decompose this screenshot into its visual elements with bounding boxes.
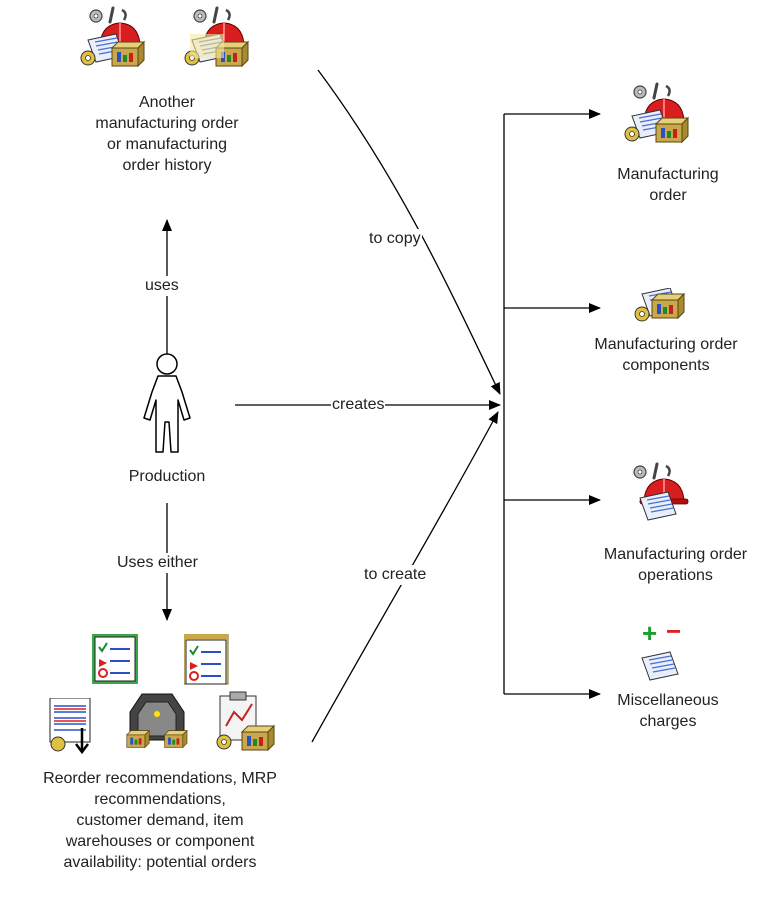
potential-orders-line-3: customer demand, item: [76, 812, 244, 829]
customer-demand-icon: [49, 698, 91, 754]
potential-orders-line-4: warehouses or component: [65, 833, 255, 850]
manufacturing-order-history-icon: [184, 6, 254, 70]
mfg-components-line-1: Manufacturing order: [594, 336, 738, 353]
mrp-recommendations-icon: [184, 634, 229, 685]
to-copy-label: to copy: [368, 229, 422, 249]
creates-label: creates: [331, 395, 386, 415]
plus-icon: +: [642, 618, 658, 648]
minus-icon: −: [666, 616, 682, 646]
manufacturing-order-icon: [624, 82, 694, 146]
mfg-operations-line-2: operations: [638, 567, 713, 584]
another-order-line-4: order history: [122, 157, 212, 174]
potential-orders-line-5: availability: potential orders: [63, 854, 257, 871]
misc-charges-line-1: Miscellaneous: [617, 692, 719, 709]
mfg-order-line-2: order: [649, 187, 687, 204]
miscellaneous-charges-icon: [641, 651, 679, 681]
production-label: Production: [128, 468, 206, 485]
manufacturing-operations-icon: [632, 462, 689, 521]
potential-orders-line-2: recommendations,: [94, 791, 226, 808]
potential-orders-line-1: Reorder recommendations, MRP: [43, 770, 277, 787]
misc-charges-label: Miscellaneous charges: [580, 690, 756, 732]
misc-charges-line-2: charges: [639, 713, 697, 730]
mfg-operations-label: Manufacturing order operations: [576, 544, 775, 586]
mfg-components-line-2: components: [622, 357, 710, 374]
potential-orders-label: Reorder recommendations, MRP recommendat…: [0, 768, 320, 873]
mfg-order-label: Manufacturing order: [580, 164, 756, 206]
manufacturing-order-icon: [80, 6, 150, 70]
uses-either-label: Uses either: [116, 553, 199, 573]
item-warehouses-icon: [126, 693, 188, 748]
another-order-line-3: or manufacturing: [106, 136, 228, 153]
uses-label: uses: [144, 276, 180, 296]
component-availability-icon: [216, 691, 275, 751]
another-order-line-2: manufacturing order: [95, 115, 239, 132]
another-order-label: Another manufacturing order or manufactu…: [62, 92, 272, 176]
mfg-operations-line-1: Manufacturing order: [603, 546, 748, 563]
person-icon: [143, 353, 191, 453]
mfg-components-label: Manufacturing order components: [560, 334, 772, 376]
to-create-label: to create: [363, 565, 428, 585]
reorder-recommendations-icon: [92, 634, 138, 684]
manufacturing-components-icon: [634, 288, 685, 322]
another-order-line-1: Another: [138, 94, 196, 111]
mfg-order-line-1: Manufacturing: [617, 166, 719, 183]
